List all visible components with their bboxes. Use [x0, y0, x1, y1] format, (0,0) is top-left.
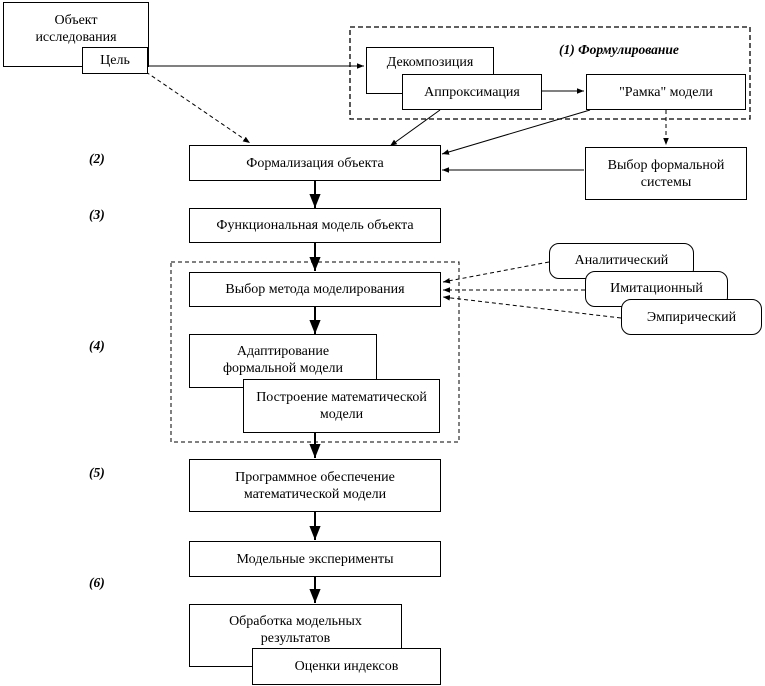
simulation-label: Имитационный	[610, 281, 703, 296]
math-model-label: Построение математической модели	[256, 390, 427, 422]
model-frame-box: "Рамка" модели	[586, 74, 746, 110]
analytical-label: Аналитический	[574, 253, 669, 268]
processing-label: Обработка модельных результатов	[229, 614, 362, 646]
math-model-box: Построение математической модели	[243, 379, 440, 433]
step-3-label: (3)	[89, 207, 105, 222]
formal-system-choice-box: Выбор формальной системы	[585, 147, 747, 200]
approximation-label: Аппроксимация	[424, 84, 520, 100]
step-5-label: (5)	[89, 465, 105, 480]
empirical-to-method-dashed	[442, 295, 622, 319]
step-1-label: (1) Формулирование	[559, 42, 679, 57]
functional-model-box: Функциональная модель объекта	[189, 208, 441, 243]
analytical-to-method-dashed	[442, 261, 550, 284]
formalization-box: Формализация объекта	[189, 145, 441, 181]
formal-system-choice-label: Выбор формальной системы	[607, 157, 725, 190]
indices-label: Оценки индексов	[294, 659, 399, 674]
indices-box: Оценки индексов	[252, 648, 441, 685]
approximation-to-formalization-arrow	[389, 109, 441, 147]
decomposition-label: Декомпозиция	[386, 55, 474, 70]
empirical-box: Эмпирический	[621, 299, 762, 335]
method-choice-label: Выбор метода моделирования	[225, 282, 405, 297]
goal-box: Цель	[82, 47, 148, 74]
frame-to-formalization-arrow	[441, 109, 591, 155]
method-choice-box: Выбор метода моделирования	[189, 272, 441, 307]
formulation-frame	[349, 26, 751, 120]
object-label: Объект исследования	[35, 13, 117, 45]
adaptation-label: Адаптирование формальной модели	[222, 344, 344, 376]
goal-to-formalization-dashed	[145, 71, 251, 144]
step-2-label: (2)	[89, 151, 105, 166]
model-frame-label: "Рамка" модели	[619, 84, 713, 100]
formalization-label: Формализация объекта	[246, 155, 384, 171]
empirical-label: Эмпирический	[646, 309, 737, 325]
experiments-label: Модельные эксперименты	[236, 551, 394, 567]
step-4-label: (4)	[89, 338, 105, 353]
functional-model-label: Функциональная модель объекта	[216, 218, 414, 233]
approximation-box: Аппроксимация	[402, 74, 542, 110]
software-box: Программное обеспечение математической м…	[189, 459, 441, 512]
step-6-label: (6)	[89, 575, 105, 590]
experiments-box: Модельные эксперименты	[189, 541, 441, 577]
software-label: Программное обеспечение математической м…	[235, 469, 395, 502]
goal-label: Цель	[100, 53, 130, 68]
